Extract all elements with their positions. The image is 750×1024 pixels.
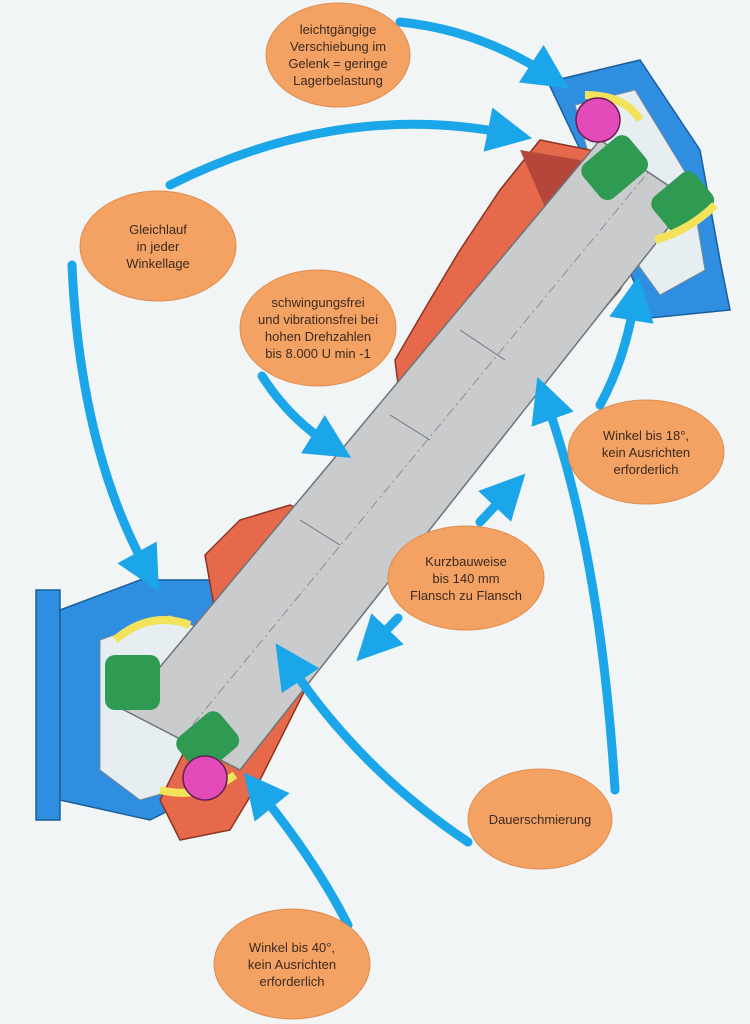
arrow-smooth-sliding	[395, 17, 569, 89]
upper-ball	[575, 97, 621, 143]
upper-joint-cross	[581, 91, 718, 244]
arrow-angle-18	[595, 275, 654, 410]
bubble-angle-40	[213, 908, 371, 1020]
bubble-compact-design	[387, 525, 545, 631]
bubble-vibration-free	[239, 269, 397, 387]
bubble-permanent-lubrication	[467, 768, 613, 870]
lower-ball	[182, 755, 228, 801]
arrow-vibration-free	[257, 371, 352, 458]
arrow-angle-40	[243, 772, 353, 930]
arrow-compact-up	[475, 473, 526, 527]
arrow-compact-down	[356, 613, 404, 662]
arrow-lubrication-up	[531, 376, 620, 795]
bubble-constant-velocity	[79, 190, 237, 302]
arrow-lubrication-left	[275, 643, 473, 847]
bubble-smooth-sliding	[265, 2, 411, 108]
arrow-constant-velocity-bottom	[67, 260, 159, 592]
lower-joint-cross	[105, 616, 240, 797]
arrow-constant-velocity-top	[165, 107, 533, 190]
bubble-angle-18	[567, 399, 725, 505]
